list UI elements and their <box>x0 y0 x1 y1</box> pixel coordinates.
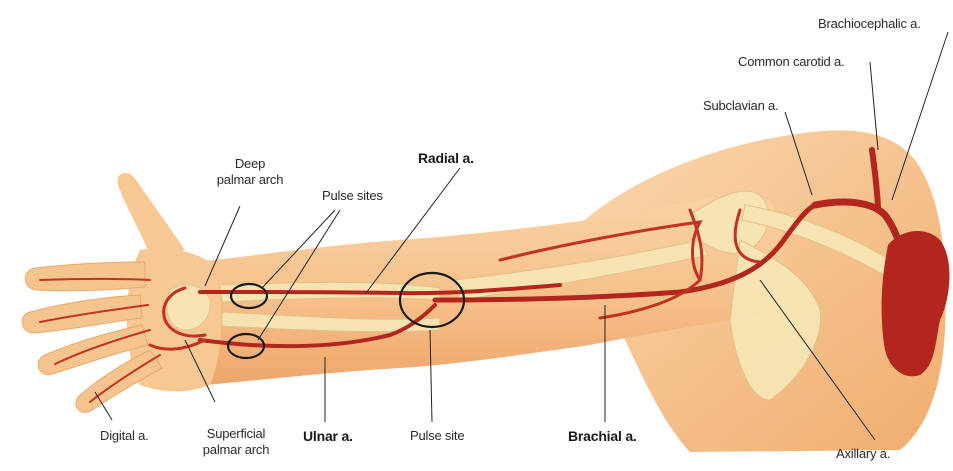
fingers <box>22 262 162 412</box>
label-axillary-artery: Axillary a. <box>836 446 890 462</box>
label-deep-palmar-arch: Deep palmar arch <box>200 156 300 188</box>
label-deep-palmar-arch-line1: Deep <box>200 156 300 172</box>
label-pulse-sites: Pulse sites <box>322 188 383 204</box>
thumb-skin <box>118 173 185 255</box>
label-superficial-palmar-arch-line2: palmar arch <box>186 442 286 458</box>
label-ulnar-artery: Ulnar a. <box>303 428 353 444</box>
label-common-carotid-artery: Common carotid a. <box>738 54 844 70</box>
label-digital-artery: Digital a. <box>100 428 149 444</box>
label-brachiocephalic-artery: Brachiocephalic a. <box>818 16 921 32</box>
label-radial-artery: Radial a. <box>418 150 474 166</box>
label-superficial-palmar-arch-line1: Superficial <box>186 426 286 442</box>
label-pulse-site: Pulse site <box>410 428 464 444</box>
label-superficial-palmar-arch: Superficial palmar arch <box>186 426 286 458</box>
label-brachial-artery: Brachial a. <box>568 428 637 444</box>
label-subclavian-artery: Subclavian a. <box>703 98 778 114</box>
label-deep-palmar-arch-line2: palmar arch <box>200 172 300 188</box>
